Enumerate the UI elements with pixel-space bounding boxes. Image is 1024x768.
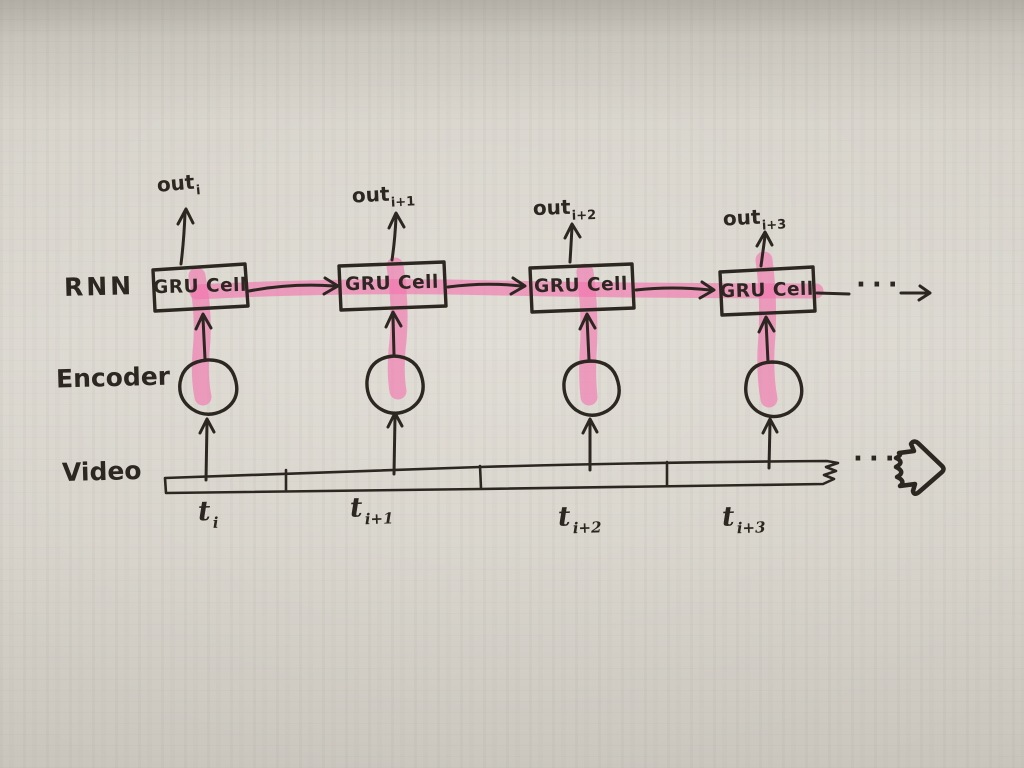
chain-arrow-2 [446,282,523,289]
gru-cell-boxes [151,260,817,317]
output-arrows [176,207,774,268]
encoder-circle-4 [744,360,804,419]
output-label-subscript: i+1 [390,194,416,211]
output-label-subscript: i+2 [571,207,597,224]
gru-cell-label-3: GRU Cell [533,273,629,298]
rnn-ellipsis: ··· [856,270,904,300]
frame-arrow-2 [392,415,397,476]
output-label-base: out [351,181,391,208]
frame-to-encoder-arrows [198,411,779,482]
output-arrowhead-2 [387,211,406,230]
timestep-subscript: i+1 [364,509,394,529]
gru-cell-box-4 [718,265,817,317]
enc-cell-arrowhead-2 [384,310,403,329]
output-label-3: outi+2 [533,194,597,225]
chain-arrowhead-1 [322,276,340,296]
chain-arrow-3 [634,286,712,292]
timestep-base: t [557,501,571,533]
frame-arrowhead-2 [386,411,404,429]
gru-cell-box-3 [528,262,636,314]
highlight-vertical-stroke-2 [386,257,408,400]
output-label-1: outi [156,169,201,202]
enc-cell-arrow-3 [585,316,591,362]
encoder-circle-3 [562,359,621,417]
frame-arrowhead-4 [761,417,779,435]
encoder-circles [178,354,804,419]
output-label-base: out [155,169,196,197]
frame-arrowhead-1 [198,417,216,435]
chain-arrow-1 [247,283,336,293]
output-label-subscript: i+3 [761,217,787,234]
output-label-base: out [722,204,762,231]
timestep-base: t [721,501,735,533]
gru-cell-label-1: GRU Cell [152,274,248,299]
enc-cell-arrowhead-1 [194,312,213,331]
gru-cell-box-1 [151,262,250,313]
output-arrow-3 [568,225,574,264]
chain-arrowhead-2 [509,276,527,296]
enc-cell-arrow-2 [391,314,396,357]
video-bar-outline [163,459,840,495]
block-arrow-right-icon [893,439,946,496]
video-timeline-bar [163,459,840,495]
output-label-2: outi+1 [351,180,415,212]
timestep-subscript: i+3 [736,518,766,538]
row-label-video: Video [61,455,142,488]
timestep-base: t [349,492,363,524]
enc-cell-arrow-1 [201,316,207,361]
encoder-to-cell-arrows [194,310,776,364]
output-label-base: out [532,194,571,221]
rnn-continuation-arrowhead [917,284,932,302]
row-label-encoder: Encoder [55,361,171,394]
chain-arrowhead-3 [698,280,716,300]
encoder-circle-1 [178,358,239,416]
output-label-4: outi+3 [722,203,786,235]
gru-cell-box-2 [337,260,448,312]
output-arrowhead-4 [755,230,774,248]
frame-arrow-1 [204,421,209,482]
video-bar-divider-2 [478,464,483,490]
output-arrow-1 [179,211,187,266]
output-arrowhead-1 [176,207,195,226]
output-arrow-4 [759,234,767,268]
timestep-subscript: i [212,513,219,532]
enc-cell-arrowhead-4 [757,315,776,334]
row-label-rnn: RNN [63,271,135,302]
timestep-base: t [197,495,211,528]
highlight-vertical-stroke-1 [188,267,212,406]
frame-arrowhead-3 [581,417,599,435]
gru-cell-label-4: GRU Cell [719,278,814,303]
chain-tail-line [815,291,851,296]
enc-cell-arrow-4 [764,319,770,364]
gru-cell-label-2: GRU Cell [344,271,440,296]
video-continuation-icons [893,439,946,496]
timestep-subscript: i+2 [572,518,602,538]
recurrent-chain-arrows [247,276,932,302]
enc-cell-arrowhead-3 [578,312,597,331]
output-arrow-2 [390,215,398,262]
video-ellipsis: ··· [853,444,901,474]
output-arrowhead-3 [563,222,582,240]
